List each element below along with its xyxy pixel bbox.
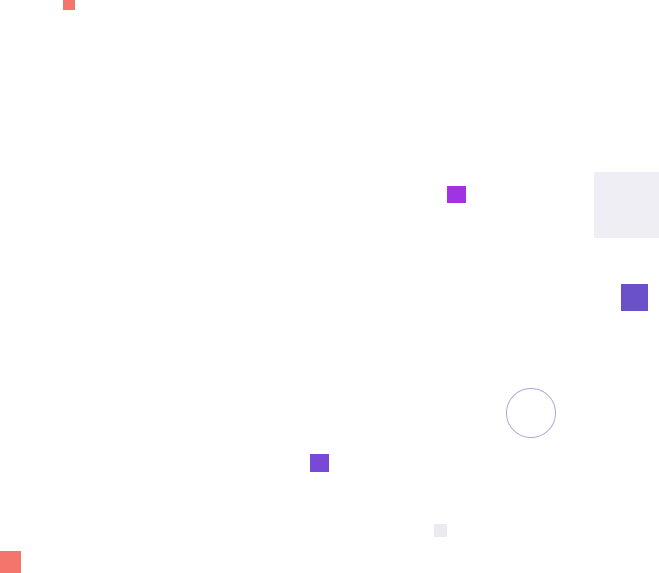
violet-square-center-shape[interactable] (310, 454, 329, 472)
violet-square-mid-shape[interactable] (447, 186, 466, 203)
lavender-panel-right-shape (594, 172, 659, 238)
outlined-circle[interactable] (506, 388, 556, 438)
indigo-square-right-shape[interactable] (621, 284, 648, 311)
lavender-square-small-shape (434, 524, 447, 537)
coral-square-bottom-left-shape[interactable] (0, 551, 21, 573)
coral-square-top-shape[interactable] (63, 0, 75, 10)
